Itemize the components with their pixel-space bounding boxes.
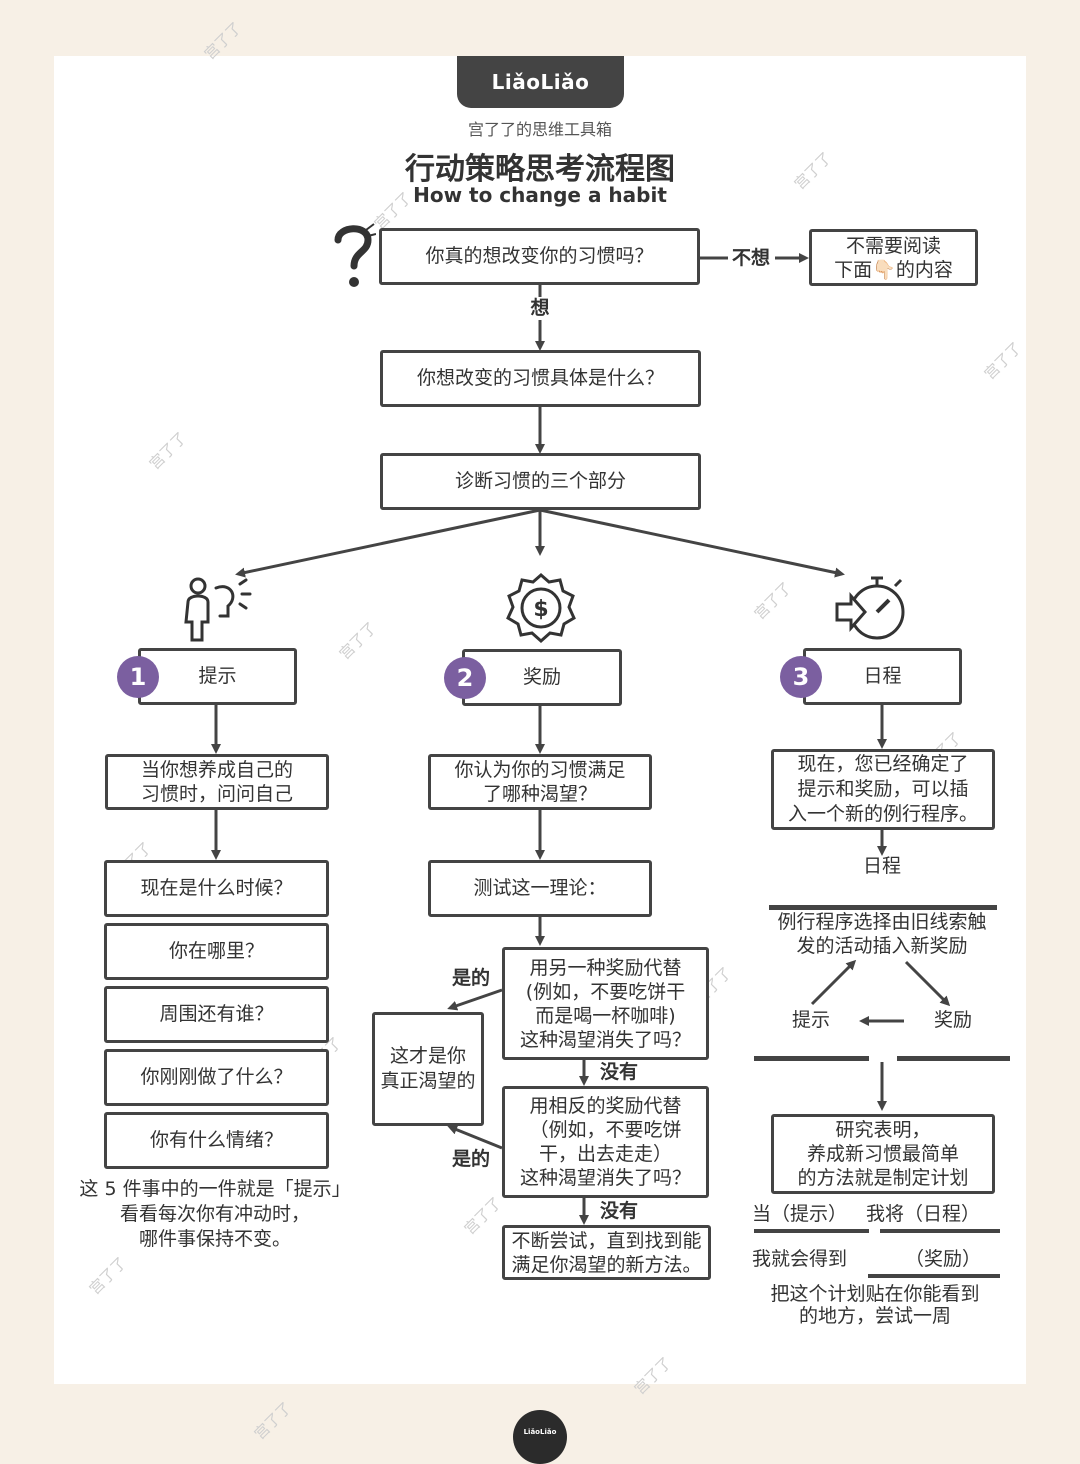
routine-label: 日程 [862,855,901,877]
cue-question-time: 现在是什么时候？ [104,860,329,917]
alt1-line: (例如，不要吃饼干 [525,980,686,1003]
cue-question-action: 你刚刚做了什么？ [104,1049,329,1106]
reward-q-line: 你认为你的习惯满足 [454,759,626,781]
thinking-person-icon [180,572,252,644]
brand-logo: LiǎoLiǎo [457,56,624,108]
cue-note-line: 看看每次你有冲动时， [119,1203,310,1225]
alt2-line: 干，出去走走） [538,1143,672,1165]
yes-label: 想 [530,297,550,319]
reward-alternative-2: 用相反的奖励代替 （例如，不要吃饼 干，出去走走） 这种渴望消失了吗？ [502,1086,709,1198]
alt1-line: 而是喝一杯咖啡) [535,1004,676,1027]
cue-question-place: 你在哪里？ [104,923,329,980]
yes-label-2: 是的 [451,1148,490,1170]
divider-left [754,1056,869,1061]
alt2-line: 这种渴望消失了吗？ [519,1167,691,1189]
plan-underline-cue [754,1229,869,1233]
post-plan-line: 把这个计划贴在你能看到 [770,1283,980,1305]
plan-when: 当（提示） [752,1203,848,1225]
plan-get: 我就会得到 [752,1248,848,1270]
no-label-1: 没有 [599,1061,638,1083]
plan-underline-reward [868,1274,1000,1278]
loop-reward-label: 奖励 [933,1009,972,1031]
question-which-habit: 你想改变的习惯具体是什么？ [380,350,701,407]
cue-ask-yourself-box: 当你想养成自己的 习惯时，问问自己 [105,754,329,810]
reward-craving-question: 你认为你的习惯满足 了哪种渴望？ [428,754,652,810]
svg-text:$: $ [533,597,548,622]
cue-question-people: 周围还有谁？ [104,986,329,1043]
research-line: 研究表明， [835,1119,931,1141]
brand-subtitle: 宫了了的思维工具箱 [467,120,612,139]
page-subtitle: How to change a habit [413,183,667,207]
keep-trying-box: 不断尝试，直到找到能 满足你渴望的新方法。 [502,1225,711,1280]
reward-q-line: 了哪种渴望？ [482,783,597,805]
step-3-badge: 3 [780,656,822,698]
reward-test-theory: 测试这一理论： [428,860,652,917]
plan-reward: （奖励） [905,1248,982,1270]
step-1-badge: 1 [117,656,159,698]
post-plan-line: 的地方，尝试一周 [798,1305,951,1327]
routine-now-box: 现在，您已经确定了 提示和奖励，可以插 入一个新的例行程序。 [771,749,995,830]
question-icon [330,220,377,292]
bottom-brand-logo: LiǎoLiǎo [513,1410,567,1464]
alt1-line: 这种渴望消失了吗？ [519,1028,691,1051]
reward-alternative-1: 用另一种奖励代替 (例如，不要吃饼干 而是喝一杯咖啡) 这种渴望消失了吗？ [502,947,709,1060]
cue-question-emotion: 你有什么情绪？ [104,1112,329,1169]
routine-now-line: 现在，您已经确定了 [797,753,969,775]
alt1-line: 用另一种奖励代替 [529,956,682,979]
research-line: 养成新习惯最简单 [806,1143,959,1165]
no-result-line: 下面👇🏻的内容 [834,258,953,281]
alt2-line: 用相反的奖励代替 [529,1095,682,1117]
research-box: 研究表明， 养成新习惯最简单 的方法就是制定计划 [771,1114,995,1194]
question-change-habit: 你真的想改变你的习惯吗？ [379,228,700,285]
step-2-badge: 2 [444,657,486,699]
routine-title-box: 日程 [803,648,962,705]
loop-cue-label: 提示 [791,1009,830,1031]
diagnose-three-parts: 诊断习惯的三个部分 [380,453,701,510]
divider-top [769,905,997,910]
cue-ask-line: 习惯时，问问自己 [140,783,293,805]
true-craving-line: 这才是你 [389,1045,466,1067]
divider-right [897,1056,1010,1061]
cue-note-line: 哪件事保持不变。 [138,1228,291,1250]
true-craving-box: 这才是你 真正渴望的 [372,1012,484,1126]
plan-will: 我将（日程） [866,1203,981,1225]
stopwatch-icon [833,572,911,644]
routine-choose-line: 例行程序选择由旧线索触 [777,911,987,933]
no-result-line: 不需要阅读 [845,234,941,257]
routine-now-line: 入一个新的例行程序。 [787,803,978,825]
no-label-2: 没有 [599,1200,638,1222]
keep-trying-line: 满足你渴望的新方法。 [511,1253,702,1276]
cue-title-box: 提示 [138,648,297,705]
cue-note-line: 这 5 件事中的一件就是「提示」 [79,1178,351,1200]
routine-choose-line: 发的活动插入新奖励 [796,935,968,957]
page-title: 行动策略思考流程图 [405,152,675,187]
keep-trying-line: 不断尝试，直到找到能 [511,1229,702,1252]
plan-underline-routine [880,1229,1000,1233]
research-line: 的方法就是制定计划 [797,1167,969,1189]
dollar-badge-icon: $ [505,572,577,644]
no-label: 不想 [731,247,770,269]
yes-label-1: 是的 [451,967,490,989]
no-need-to-read-box: 不需要阅读 下面👇🏻的内容 [809,229,978,286]
alt2-line: （例如，不要吃饼 [529,1119,682,1141]
true-craving-line: 真正渴望的 [380,1070,476,1092]
cue-ask-line: 当你想养成自己的 [140,759,293,781]
reward-title-box: 奖励 [462,649,622,706]
routine-now-line: 提示和奖励，可以插 [797,778,969,800]
